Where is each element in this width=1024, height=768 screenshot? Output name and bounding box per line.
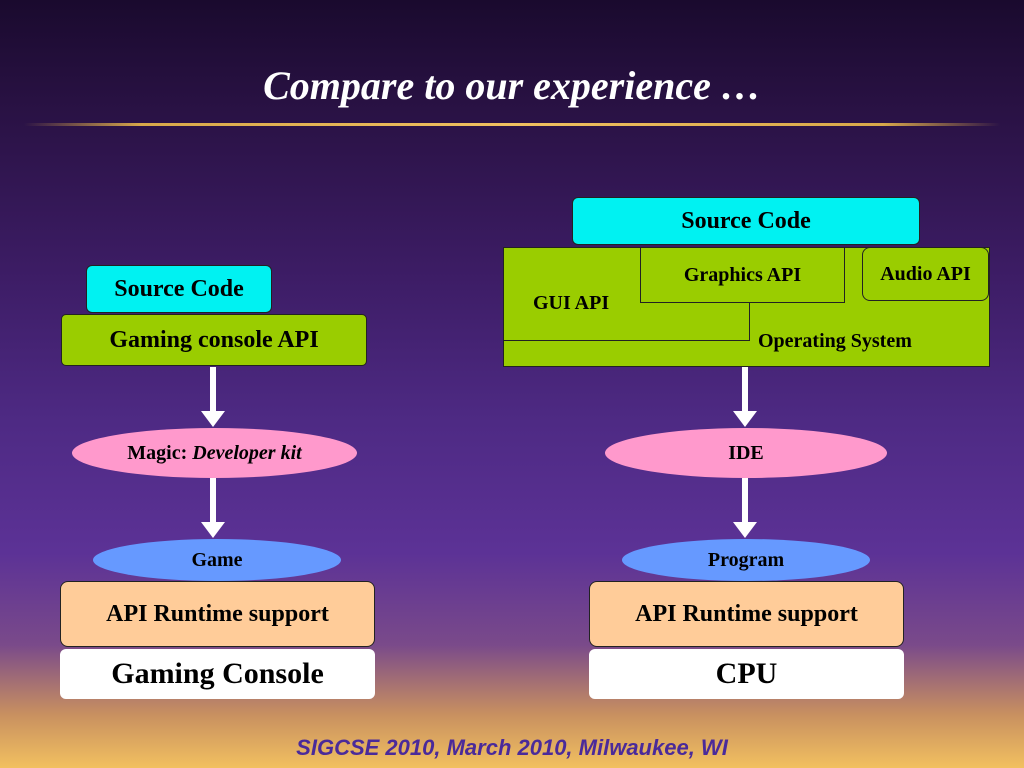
left-magic-ellipse: Magic: Developer kit xyxy=(72,428,357,478)
right-runtime-box: API Runtime support xyxy=(589,581,904,647)
gui-api-label: GUI API xyxy=(533,292,610,314)
right-arrow-1 xyxy=(733,367,757,427)
operating-system-label: Operating System xyxy=(758,330,912,352)
program-ellipse: Program xyxy=(622,539,870,581)
developer-kit-label: Developer kit xyxy=(192,441,302,464)
left-arrow-2 xyxy=(201,478,225,538)
graphics-api-box: Graphics API xyxy=(640,247,845,303)
left-game-ellipse: Game xyxy=(93,539,341,581)
title-divider xyxy=(24,123,1000,126)
cpu-box: CPU xyxy=(589,649,904,699)
right-source-code-box: Source Code xyxy=(572,197,920,245)
magic-label: Magic: xyxy=(127,441,188,464)
right-arrow-2 xyxy=(733,478,757,538)
footer-text: SIGCSE 2010, March 2010, Milwaukee, WI xyxy=(296,735,728,760)
left-hardware-box: Gaming Console xyxy=(60,649,375,699)
left-arrow-1 xyxy=(201,367,225,427)
audio-api-box: Audio API xyxy=(862,247,989,301)
left-api-box: Gaming console API xyxy=(61,314,367,366)
page-title: Compare to our experience … xyxy=(263,63,761,108)
left-source-code-box: Source Code xyxy=(86,265,272,313)
ide-ellipse: IDE xyxy=(605,428,887,478)
left-runtime-box: API Runtime support xyxy=(60,581,375,647)
